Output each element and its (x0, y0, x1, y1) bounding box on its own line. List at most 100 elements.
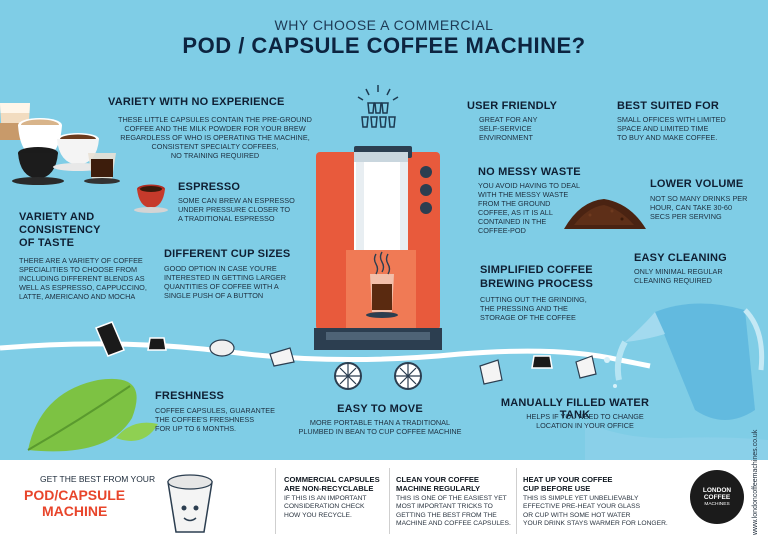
capsule-icon (575, 355, 597, 379)
divider (275, 468, 276, 534)
body-line: LATTE, AMERICANO AND MOCHA (19, 292, 136, 301)
ground-coffee-icon (564, 199, 646, 229)
body-line: MORE PORTABLE THAN A TRADITIONAL (309, 418, 451, 427)
variety-consistency-heading: VARIETY AND CONSISTENCY OF TASTE (19, 211, 101, 250)
body-line: CLEANING REQUIRED (634, 276, 712, 285)
body-line: SINGLE PUSH OF A BUTTON (164, 291, 264, 300)
wheel-icon (334, 362, 362, 390)
leaf-illustration (27, 378, 158, 452)
best-suited-heading: BEST SUITED FOR (617, 100, 720, 112)
variety-no-experience-heading: VARIETY WITH NO EXPERIENCE (108, 96, 285, 108)
best-suited-body: SMALL OFFICES WITH LIMITED SPACE AND LIM… (617, 115, 757, 142)
espresso-heading: ESPRESSO (178, 181, 241, 193)
variety-no-experience-body: THESE LITTLE CAPSULES CONTAIN THE PRE-GR… (100, 115, 330, 160)
body-line: COFFEE AND THE MILK POWDER FOR YOUR BREW (124, 124, 306, 133)
easy-cleaning-heading: EASY CLEANING (634, 252, 727, 264)
body-line: HELPS IF YOU NEED TO CHANGE (526, 412, 644, 421)
capsule-icon (209, 339, 235, 357)
body-line: SPACE AND LIMITED TIME (617, 124, 709, 133)
logo-line: MACHINES (704, 501, 730, 507)
heading-line: CONSISTENCY (19, 224, 101, 236)
body-line: SECS PER SERVING (650, 212, 722, 221)
tip-heading-line: CUP BEFORE USE (523, 484, 591, 493)
promo-line: POD/CAPSULE (24, 487, 126, 503)
capsule-icon (147, 337, 167, 351)
divider (389, 468, 390, 534)
espresso-glass-icon (84, 153, 120, 184)
tip-body-line: YOUR DRINK STAYS WARMER FOR LONGER. (523, 519, 668, 527)
body-line: UNDER PRESSURE CLOSER TO (178, 205, 291, 214)
body-line: SOME CAN BREW AN ESPRESSO (178, 196, 295, 205)
body-line: STORAGE OF THE COFFEE (480, 313, 576, 322)
wheel-icon (394, 362, 422, 390)
tip-heat-cup: HEAT UP YOUR COFFEE CUP BEFORE USE THIS … (523, 475, 673, 528)
lower-volume-body: NOT SO MANY DRINKS PER HOUR, CAN TAKE 30… (650, 194, 765, 221)
tip-body-line: IF THIS IS AN IMPORTANT (284, 495, 367, 502)
capsule-mascot-icon (167, 474, 213, 533)
espresso-cup-icon (134, 184, 168, 213)
simplified-heading: SIMPLIFIED COFFEE BREWING PROCESS (480, 263, 593, 291)
espresso-body: SOME CAN BREW AN ESPRESSO UNDER PRESSURE… (178, 196, 318, 223)
promo-big: POD/CAPSULE MACHINE (24, 487, 125, 519)
cup-sizes-body: GOOD OPTION IN CASE YOU'RE INTERESTED IN… (164, 264, 304, 300)
tip-body-line: THIS IS SIMPLE YET UNBELIEVABLY (523, 495, 639, 502)
capsule-icon (95, 321, 125, 357)
tip-heading-line: CLEAN YOUR COFFEE (396, 475, 479, 484)
body-line: ENVIRONMENT (479, 133, 533, 142)
body-line: ONLY MINIMAL REGULAR (634, 267, 723, 276)
body-line: WITH THE MESSY WASTE (478, 190, 569, 199)
coffee-cups-illustration (0, 103, 120, 185)
capsule-icon (269, 347, 295, 367)
body-line: GREAT FOR ANY (479, 115, 538, 124)
body-line: THE PRESSING AND THE (480, 304, 568, 313)
body-line: THE COFFEE'S FRESHNESS (155, 415, 255, 424)
tip-body-line: MACHINE AND COFFEE CAPSULES. (396, 519, 511, 527)
capsule-icon (531, 355, 553, 369)
tip-recyclable: COMMERCIAL CAPSULES ARE NON-RECYCLABLE I… (284, 475, 384, 520)
body-line: TO BUY AND MAKE COFFEE. (617, 133, 718, 142)
tip-heading-line: HEAT UP YOUR COFFEE (523, 475, 613, 484)
black-cup-icon (12, 147, 64, 185)
body-line: NOT SO MANY DRINKS PER (650, 194, 748, 203)
body-line: INCLUDING DIFFERENT BLENDS AS (19, 274, 145, 283)
logo-line: LONDON (702, 486, 732, 494)
body-line: HOUR, CAN TAKE 30-60 (650, 203, 733, 212)
footer: GET THE BEST FROM YOUR POD/CAPSULE MACHI… (0, 460, 768, 543)
capsules-idea-icon (357, 85, 399, 128)
promo-line: MACHINE (42, 503, 108, 519)
water-jug-illustration (585, 303, 768, 460)
body-line: PLUMBED IN BEAN TO CUP COFFEE MACHINE (298, 427, 462, 436)
lower-volume-heading: LOWER VOLUME (650, 178, 744, 190)
body-line: SMALL OFFICES WITH LIMITED (617, 115, 726, 124)
heading-line: VARIETY AND (19, 211, 95, 223)
body-line: CONSISTENT SPECIALTY COFFEES, (151, 142, 279, 151)
tip-body-line: GETTING THE BEST FROM THE (396, 511, 497, 519)
simplified-body: CUTTING OUT THE GRINDING, THE PRESSING A… (480, 295, 600, 322)
body-line: CONTAINED IN THE (478, 217, 547, 226)
tip-body-line: CONSIDERATION CHECK (284, 503, 365, 511)
user-friendly-heading: USER FRIENDLY (467, 100, 558, 112)
body-line: WELL AS ESPRESSO, CAPPUCCINO, (19, 283, 147, 292)
body-line: THERE ARE A VARIETY OF COFFEE (19, 256, 143, 265)
body-line: QUANTITIES OF COFFEE WITH A (164, 282, 279, 291)
tip-body-line: MOST IMPORTANT TRICKS TO (396, 503, 493, 511)
capsule-conveyor-illustration (0, 321, 651, 390)
body-line: CUTTING OUT THE GRINDING, (480, 295, 587, 304)
body-line: GOOD OPTION IN CASE YOU'RE (164, 264, 277, 273)
logo-line: COFFEE (703, 494, 731, 501)
cup-sizes-heading: DIFFERENT CUP SIZES (164, 248, 291, 260)
freshness-heading: FRESHNESS (155, 390, 225, 402)
body-line: LOCATION IN YOUR OFFICE (536, 421, 634, 430)
tip-clean: CLEAN YOUR COFFEE MACHINE REGULARLY THIS… (396, 475, 511, 528)
water-tank-body: HELPS IF YOU NEED TO CHANGE LOCATION IN … (510, 412, 660, 430)
body-line: COFFEE, AS IT IS ALL (478, 208, 553, 217)
body-line: COFFEE-POD (478, 226, 526, 235)
body-line: NO TRAINING REQUIRED (170, 151, 260, 160)
body-line: YOU AVOID HAVING TO DEAL (478, 181, 581, 190)
body-line: FOR UP TO 6 MONTHS. (155, 424, 237, 433)
tip-heading-line: COMMERCIAL CAPSULES (284, 475, 380, 484)
heading-line: OF TASTE (19, 237, 75, 249)
tip-body-line: THIS IS ONE OF THE EASIEST YET (396, 495, 507, 502)
body-line: COFFEE CAPSULES, GUARANTEE (155, 406, 276, 415)
easy-cleaning-body: ONLY MINIMAL REGULAR CLEANING REQUIRED (634, 267, 754, 285)
